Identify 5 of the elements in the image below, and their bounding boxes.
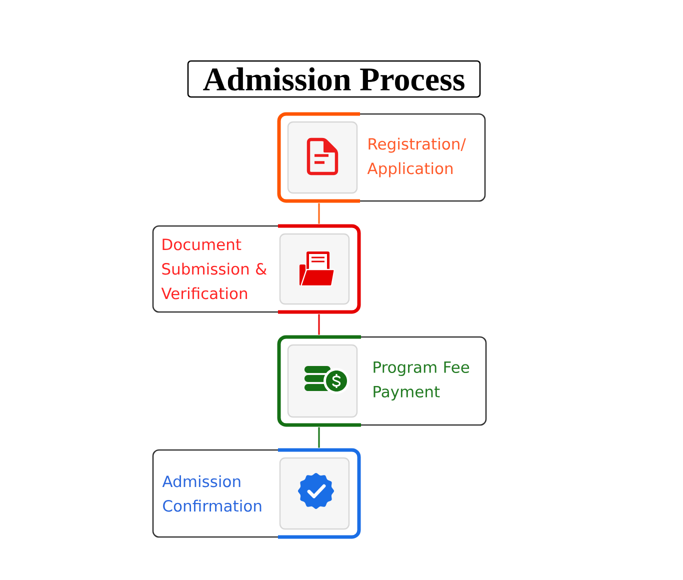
step-card: Program Fee Payment [277, 335, 487, 427]
step-card: Admission Confirmation [152, 448, 361, 539]
step-card: Registration/ Application [277, 112, 486, 203]
title-box: Admission Process [187, 60, 481, 98]
step-card: Document Submission & Verification [152, 224, 361, 314]
